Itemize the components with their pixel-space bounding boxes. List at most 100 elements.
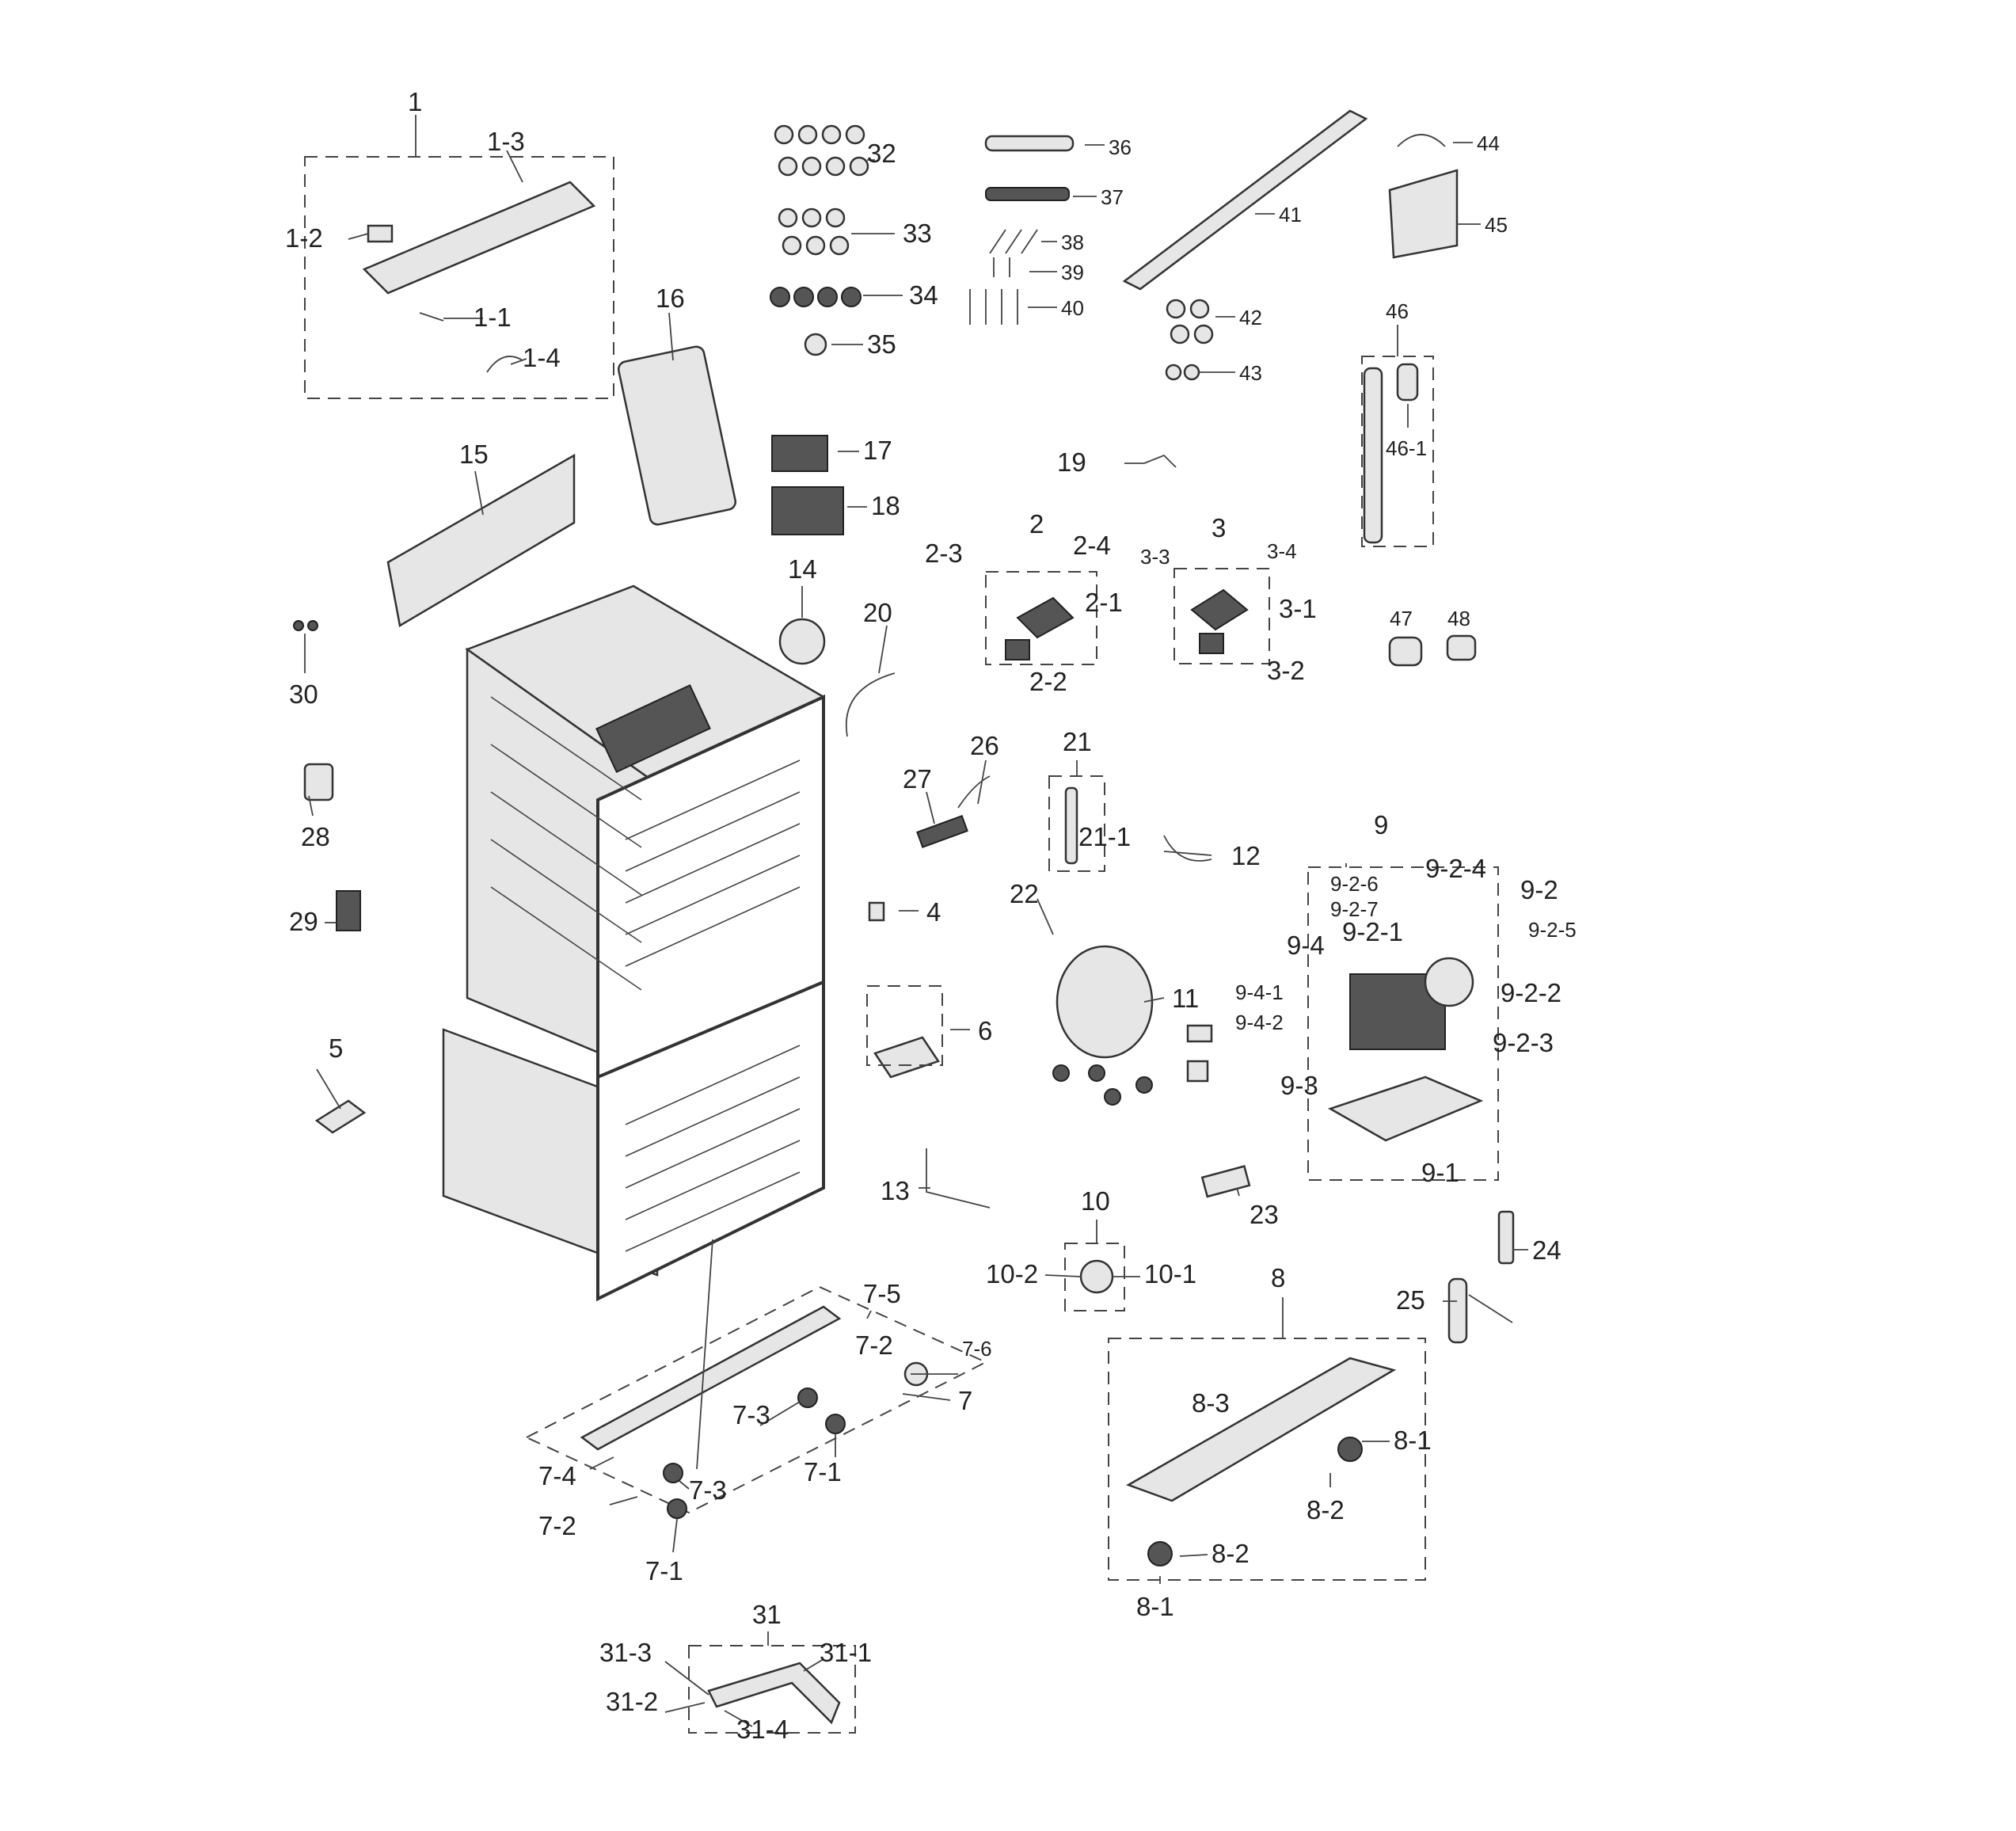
screw-set-36 <box>984 135 1075 152</box>
part-7-3-roller-b <box>663 1463 683 1483</box>
label-14: 14 <box>788 554 817 584</box>
label-5: 5 <box>329 1034 343 1063</box>
cabinet-divider <box>597 980 824 1079</box>
part-15-cover-panel <box>386 453 576 627</box>
label-1-1: 1-1 <box>474 303 512 332</box>
part-46-rod <box>1363 367 1383 544</box>
label-26: 26 <box>970 731 999 760</box>
label-3: 3 <box>1212 513 1226 542</box>
screw-set-42 <box>1166 299 1214 345</box>
screw-set-32 <box>774 124 869 177</box>
part-19-clip <box>1143 454 1177 468</box>
label-25: 25 <box>1396 1285 1425 1315</box>
label-8-1-right: 8-1 <box>1394 1426 1432 1455</box>
label-21-1: 21-1 <box>1078 822 1131 851</box>
label-7-3-upper: 7-3 <box>732 1400 770 1429</box>
label-31: 31 <box>752 1600 782 1629</box>
part-2-2-pad <box>1005 639 1030 660</box>
label-40: 40 <box>1061 296 1084 320</box>
part-44-wire <box>1397 134 1446 147</box>
label-9-2-3: 9-2-3 <box>1493 1028 1554 1057</box>
label-42: 42 <box>1239 306 1262 329</box>
screw-set-38 <box>989 229 1038 254</box>
label-9-2: 9-2 <box>1520 875 1558 904</box>
screw-set-43 <box>1165 364 1200 381</box>
label-9-2-4: 9-2-4 <box>1425 854 1486 883</box>
rail-leader <box>696 1239 713 1470</box>
label-2-2: 2-2 <box>1029 667 1067 696</box>
part-30-screw-b <box>307 620 318 631</box>
part-8-1-roller-b <box>1147 1541 1173 1566</box>
label-8-1-lower: 8-1 <box>1136 1592 1174 1621</box>
label-6: 6 <box>978 1016 992 1045</box>
part-11-relay <box>1186 1024 1213 1043</box>
label-37: 37 <box>1101 185 1124 209</box>
part-24-pin <box>1497 1210 1515 1265</box>
part-29-clip <box>336 890 361 931</box>
label-44: 44 <box>1477 131 1500 155</box>
label-9-2-7: 9-2-7 <box>1330 897 1379 921</box>
label-33: 33 <box>903 219 932 248</box>
label-8-2-right: 8-2 <box>1307 1495 1345 1525</box>
part-8-group-box <box>1108 1338 1426 1581</box>
label-7-5: 7-5 <box>863 1279 901 1308</box>
part-41-rail <box>1122 109 1368 291</box>
part-2-group-box <box>985 571 1097 665</box>
label-23: 23 <box>1250 1200 1279 1229</box>
label-39: 39 <box>1061 261 1084 284</box>
label-1-4: 1-4 <box>523 343 561 372</box>
label-11: 11 <box>1172 984 1199 1013</box>
part-17-pcb <box>771 435 828 472</box>
label-8-3: 8-3 <box>1192 1388 1230 1418</box>
label-2: 2 <box>1029 509 1044 539</box>
label-1: 1 <box>408 87 422 116</box>
label-20: 20 <box>863 598 892 627</box>
label-10: 10 <box>1081 1186 1110 1216</box>
label-36: 36 <box>1109 135 1132 159</box>
label-46-1: 46-1 <box>1386 436 1427 460</box>
label-35: 35 <box>867 329 896 359</box>
part-1-4-wire <box>486 356 523 373</box>
label-38: 38 <box>1061 230 1084 254</box>
part-30-screw-a <box>293 620 304 631</box>
label-32: 32 <box>867 139 896 168</box>
label-22: 22 <box>1010 879 1039 908</box>
part-1-group-box <box>304 156 614 399</box>
label-9-3: 9-3 <box>1280 1071 1318 1100</box>
label-27: 27 <box>903 764 932 794</box>
part-23-harness <box>1200 1165 1251 1198</box>
label-15: 15 <box>459 440 489 469</box>
label-18: 18 <box>871 491 900 520</box>
label-8: 8 <box>1271 1263 1285 1292</box>
part-8-3-plate <box>1126 1357 1397 1502</box>
part-20-cord <box>845 672 896 737</box>
label-8-2-lower: 8-2 <box>1212 1539 1250 1568</box>
callout-labels: 1 1-3 1-2 1-1 1-4 15 16 32 33 34 35 36 3… <box>285 87 1577 1744</box>
part-13-wire <box>926 1148 991 1209</box>
part-31-1-bracket <box>707 1662 841 1725</box>
label-21: 21 <box>1063 727 1092 756</box>
label-31-2: 31-2 <box>606 1687 658 1716</box>
part-18-pcb <box>771 486 844 535</box>
part-11-overload <box>1186 1060 1209 1083</box>
part-9-group-box <box>1307 866 1499 1181</box>
part-1-3-bracket <box>362 181 596 295</box>
part-46-group-box <box>1361 356 1434 547</box>
label-9-4: 9-4 <box>1287 931 1325 960</box>
part-8-1-roller-a <box>1337 1437 1363 1462</box>
label-9-2-5: 9-2-5 <box>1528 918 1577 942</box>
part-45-bracket <box>1388 169 1459 259</box>
screw-set-40 <box>969 289 1018 325</box>
label-29: 29 <box>289 907 318 936</box>
label-7-1-upper: 7-1 <box>804 1457 842 1486</box>
label-7-3-lower: 7-3 <box>689 1475 727 1505</box>
label-3-3: 3-3 <box>1140 545 1170 569</box>
cabinet-interior-ribs <box>490 696 801 1252</box>
label-10-1: 10-1 <box>1144 1259 1196 1289</box>
part-2-1-plate <box>1016 596 1075 639</box>
screw-set-34 <box>770 287 862 307</box>
part-46-1-holder <box>1396 363 1419 402</box>
label-7-2-lower: 7-2 <box>538 1511 576 1540</box>
label-9: 9 <box>1374 810 1388 839</box>
